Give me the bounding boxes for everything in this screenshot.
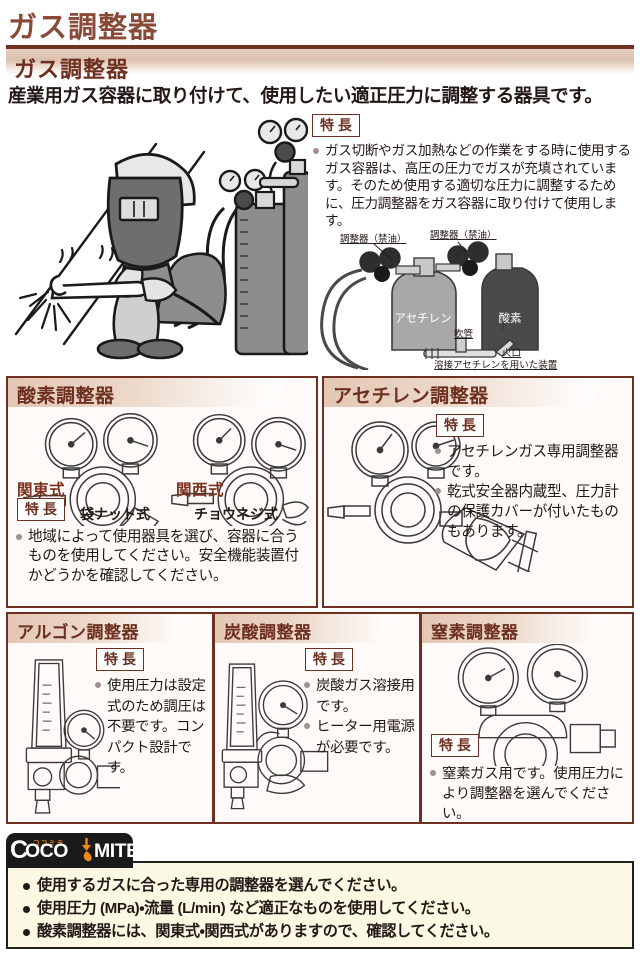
panel-nitrogen-regulator: 窒素調整器 特 長 窒素ガス用です。使用圧力により bbox=[420, 612, 634, 824]
regulator-row-upper: 酸素調整器 bbox=[6, 376, 634, 608]
cocomite-summary-box: 使用するガスに合った専用の調整器を選んでください。 使用圧力 (MPa)・流量 … bbox=[6, 861, 634, 949]
nitrogen-regulator-illustration bbox=[457, 644, 616, 766]
nitrogen-badge-label: 特 長 bbox=[439, 737, 471, 753]
argon-feature-badge: 特 長 bbox=[96, 648, 144, 671]
section-title: ガス調整器 bbox=[14, 57, 130, 82]
svg-text:溶接アセチレンを用いた装置: 溶接アセチレンを用いた装置 bbox=[434, 359, 558, 370]
panel-argon-regulator: アルゴン調整器 bbox=[6, 612, 214, 824]
carbon-dioxide-bullet: ヒーター用電源が必要です。 bbox=[303, 717, 419, 758]
panel-oxygen-regulator: 酸素調整器 bbox=[6, 376, 318, 608]
lead-paragraph: 産業用ガス容器に取り付けて、使用したい適正圧力に調整する器具です。 bbox=[8, 85, 603, 106]
section-header-bar: ガス調整器 bbox=[6, 45, 634, 82]
feature-badge-label: 特 長 bbox=[320, 117, 352, 133]
cocomite-bullet: 使用圧力 (MPa)・流量 (L/min) など適正なものを使用してください。 bbox=[22, 897, 632, 920]
cocomite-section: C ココミテ OCO MITE 使用するガスに合った専用の調整器を選んでください… bbox=[6, 833, 634, 949]
panel-title-nitrogen: 窒素調整器 bbox=[431, 623, 519, 642]
panel-header-argon: アルゴン調整器 bbox=[8, 614, 212, 643]
intro-bullet: ガス切断やガス加熱などの作業をする時に使用するガス容器は、高圧の圧力でガスが充填… bbox=[312, 142, 634, 230]
oxygen-type-kanto: 袋ナット式 bbox=[80, 506, 150, 522]
feature-badge: 特 長 bbox=[312, 114, 360, 137]
svg-text:火口: 火口 bbox=[502, 348, 521, 359]
panel-acetylene-regulator: アセチレン調整器 bbox=[322, 376, 634, 608]
carbon-dioxide-feature-badge: 特 長 bbox=[305, 648, 353, 671]
oxygen-type-kansai: チョウネジ式 bbox=[194, 506, 278, 522]
oxygen-mode-kanto: 関東式 bbox=[17, 482, 66, 499]
argon-badge-label: 特 長 bbox=[104, 651, 136, 667]
cocomite-logo-sub: ココミテ bbox=[33, 839, 65, 847]
acetylene-feature-badge: 特 長 bbox=[436, 414, 484, 437]
svg-text:アセチレン: アセチレン bbox=[394, 312, 451, 325]
nitrogen-bullet-list: 窒素ガス用です。使用圧力により調整器を選んでください。 bbox=[429, 764, 627, 824]
cocomite-logo-text2: MITE bbox=[94, 840, 139, 862]
acetylene-bullet-list: アセチレンガス専用調整器です。 乾式安全器内蔵型、圧力計の保護カバーが付いたもの… bbox=[434, 442, 626, 542]
intro-feature-box: 特 長 ガス切断やガス加熱などの作業をする時に使用するガス容器は、高圧の圧力でガ… bbox=[312, 114, 634, 232]
panel-header-nitrogen: 窒素調整器 bbox=[422, 614, 632, 643]
oxygen-badge-label: 特 長 bbox=[25, 501, 57, 517]
argon-bullet-list: 使用圧力は設定式のため調圧は不要です。コンパクト設計です。 bbox=[94, 676, 210, 779]
cocomite-bullet: 使用するガスに合った専用の調整器を選んでください。 bbox=[22, 874, 632, 897]
carbon-dioxide-bullet: 炭酸ガス溶接用です。 bbox=[303, 676, 419, 717]
nitrogen-feature-badge: 特 長 bbox=[431, 734, 479, 757]
acetylene-bullet: アセチレンガス専用調整器です。 bbox=[434, 442, 626, 482]
carbon-dioxide-regulator-illustration bbox=[221, 663, 329, 810]
svg-text:調整器（禁油）: 調整器（禁油） bbox=[340, 233, 407, 245]
oxygen-bullet-list: 地域によって使用器具を選び、容器に合うものを使用してください。安全機能装置付かど… bbox=[15, 528, 309, 586]
intro-area: 特 長 ガス切断やガス加熱などの作業をする時に使用するガス容器は、高圧の圧力でガ… bbox=[6, 112, 634, 370]
svg-text:吹管: 吹管 bbox=[454, 328, 474, 340]
intro-bullet-list: ガス切断やガス加熱などの作業をする時に使用するガス容器は、高圧の圧力でガスが充填… bbox=[312, 142, 634, 230]
cocomite-logo-c: C bbox=[10, 836, 29, 864]
oxygen-feature-badge: 特 長 bbox=[17, 498, 65, 521]
cocomite-drop-icon bbox=[82, 838, 92, 862]
acetylene-bullet: 乾式安全器内蔵型、圧力計の保護カバーが付いたものもあります。 bbox=[434, 482, 626, 542]
panel-title-argon: アルゴン調整器 bbox=[17, 623, 139, 642]
panel-title-acetylene: アセチレン調整器 bbox=[333, 386, 489, 407]
panel-title-carbon-dioxide: 炭酸調整器 bbox=[224, 623, 312, 642]
panel-carbon-dioxide-regulator: 炭酸調整器 bbox=[213, 612, 421, 824]
panel-title-oxygen: 酸素調整器 bbox=[17, 386, 115, 407]
panel-header-oxygen: 酸素調整器 bbox=[8, 378, 316, 407]
panel-header-carbon-dioxide: 炭酸調整器 bbox=[215, 614, 419, 643]
cocomite-logo-text: OCO bbox=[25, 840, 68, 862]
regulator-row-lower: アルゴン調整器 bbox=[6, 612, 634, 824]
argon-flowmeter-illustration bbox=[25, 659, 120, 814]
nitrogen-bullet: 窒素ガス用です。使用圧力により調整器を選んでください。 bbox=[429, 764, 627, 824]
carbon-dioxide-badge-label: 特 長 bbox=[313, 651, 345, 667]
acetylene-regulator-illustration bbox=[327, 421, 539, 572]
svg-text:酸素: 酸素 bbox=[499, 311, 522, 325]
oxygen-mode-kansai: 関西式 bbox=[176, 482, 225, 499]
oxygen-bullet: 地域によって使用器具を選び、容器に合うものを使用してください。安全機能装置付かど… bbox=[15, 528, 309, 586]
page-title: ガス調整器 bbox=[8, 12, 159, 44]
cocomite-logo-tab: C ココミテ OCO MITE bbox=[6, 833, 139, 868]
welder-illustration bbox=[14, 117, 308, 360]
cocomite-bullet: 酸素調整器には、関東式・関西式がありますので、確認してください。 bbox=[22, 920, 632, 943]
panel-header-acetylene: アセチレン調整器 bbox=[324, 378, 632, 407]
welding-setup-schematic: アセチレン 酸素 bbox=[320, 230, 558, 370]
argon-bullet: 使用圧力は設定式のため調圧は不要です。コンパクト設計です。 bbox=[94, 676, 210, 779]
acetylene-badge-label: 特 長 bbox=[444, 417, 476, 433]
svg-text:調整器（禁油）: 調整器（禁油） bbox=[430, 230, 497, 241]
carbon-dioxide-bullet-list: 炭酸ガス溶接用です。 ヒーター用電源が必要です。 bbox=[303, 676, 419, 758]
